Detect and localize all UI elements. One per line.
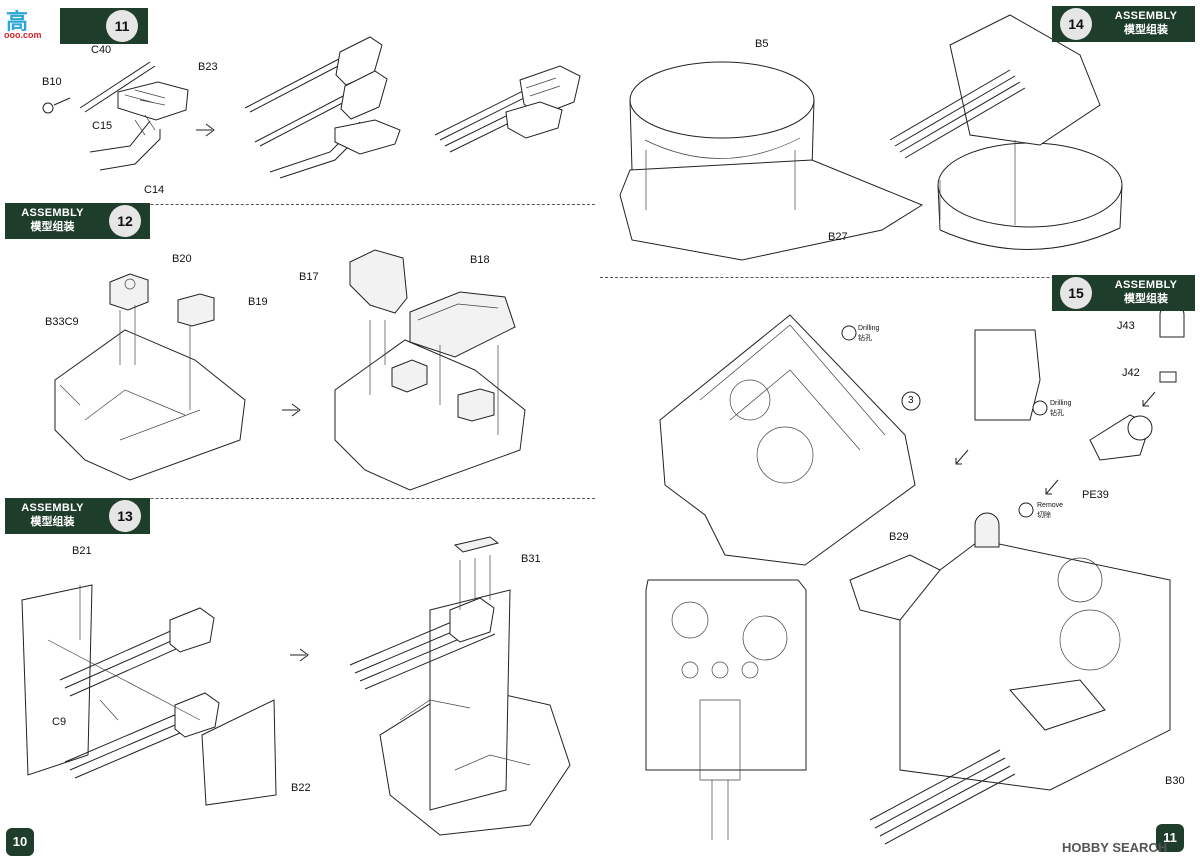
step12-title-en: ASSEMBLY xyxy=(21,207,84,219)
brand-watermark: HOBBY SEARCH xyxy=(1062,840,1168,855)
drill-note-1-en: Drilling xyxy=(858,325,880,332)
drill-note-1-cn: 钻孔 xyxy=(858,334,872,342)
step15-assembled-drawing xyxy=(849,512,1171,845)
remove-icon xyxy=(1018,502,1034,518)
step15-title-cn: 模型组装 xyxy=(1124,292,1168,305)
page-number-right: 11 xyxy=(1156,824,1184,852)
step15-number: 15 xyxy=(1060,277,1092,309)
drill-note-2-cn: 钻孔 xyxy=(1050,409,1064,417)
label-c40: C40 xyxy=(91,44,112,56)
label-b10: B10 xyxy=(42,76,62,88)
label-j43: J43 xyxy=(1117,320,1135,332)
step12-banner: ASSEMBLY 模型组装 12 xyxy=(5,203,150,239)
step15-hull-drawing xyxy=(659,314,916,566)
step11-assembled-drawing xyxy=(244,36,581,179)
step14-assembled-drawing xyxy=(889,14,1123,250)
step12-assembled-drawing xyxy=(334,249,526,491)
label-b30: B30 xyxy=(1165,775,1185,787)
label-b22: B22 xyxy=(291,782,311,794)
step12-number: 12 xyxy=(109,205,141,237)
step11-banner: 11 xyxy=(60,8,148,44)
step13-assembled-drawing xyxy=(349,536,571,836)
drill-icon-1 xyxy=(841,325,857,341)
label-j42: J42 xyxy=(1122,367,1140,379)
label-b5: B5 xyxy=(755,38,769,50)
label-b31: B31 xyxy=(521,553,541,565)
step13-title-en: ASSEMBLY xyxy=(21,502,84,514)
label-b18: B18 xyxy=(470,254,490,266)
label-b17: B17 xyxy=(299,271,319,283)
separator-step12 xyxy=(5,498,595,499)
arrow-step15-a xyxy=(955,449,969,465)
step13-title-cn: 模型组装 xyxy=(30,515,75,528)
label-c9: C9 xyxy=(52,716,67,728)
label-b20: B20 xyxy=(172,253,192,265)
label-b19: B19 xyxy=(248,296,268,308)
step15-periscope-drawing xyxy=(1089,302,1185,461)
label-b33c9: B33C9 xyxy=(45,316,79,328)
separator-step14 xyxy=(600,277,1195,278)
label-b27: B27 xyxy=(828,231,848,243)
watermark-site: ooo.com xyxy=(4,30,42,40)
step15-banner: ASSEMBLY 模型组装 15 xyxy=(1052,275,1195,311)
step14-number: 14 xyxy=(1060,8,1092,40)
step11-number: 11 xyxy=(106,10,138,42)
step15-title-en: ASSEMBLY xyxy=(1114,279,1178,291)
label-b21: B21 xyxy=(72,545,92,557)
separator-step11 xyxy=(5,204,595,205)
step14-title-en: ASSEMBLY xyxy=(1114,10,1178,22)
step11-title-en xyxy=(60,8,148,11)
step14-banner: ASSEMBLY 模型组装 14 xyxy=(1052,6,1195,42)
step13-plates-drawing xyxy=(21,584,277,806)
label-c15: C15 xyxy=(92,120,113,132)
step13-number: 13 xyxy=(109,500,141,532)
arrow-step12 xyxy=(282,403,301,417)
arrow-step15-b xyxy=(1045,479,1059,495)
arrow-step11 xyxy=(196,123,215,137)
page-number-left: 10 xyxy=(6,828,34,856)
step14-ring-drawing xyxy=(619,61,924,261)
label-pe39: PE39 xyxy=(1082,489,1109,501)
step12-shell-drawing xyxy=(54,273,246,481)
label-c14: C14 xyxy=(144,184,165,196)
arrow-step13 xyxy=(290,648,309,662)
step14-title-cn: 模型组装 xyxy=(1124,23,1168,36)
arrow-step15-c xyxy=(1142,391,1156,407)
step15-plate-drawing xyxy=(974,329,1041,421)
step13-banner: ASSEMBLY 模型组装 13 xyxy=(5,498,150,534)
remove-note-en: Remove xyxy=(1037,502,1064,509)
label-b23: B23 xyxy=(198,61,218,73)
remove-note-cn: 切除 xyxy=(1037,511,1051,519)
callout-circle-3 xyxy=(901,391,921,411)
step15-plan-drawing xyxy=(645,579,807,840)
drill-note-2-en: Drilling xyxy=(1050,400,1072,407)
step12-title-cn: 模型组装 xyxy=(30,220,75,233)
label-b29: B29 xyxy=(889,531,909,543)
watermark-logo: 高 xyxy=(6,10,29,35)
drill-icon-2 xyxy=(1032,400,1048,416)
callout-3-label: 3 xyxy=(908,395,914,406)
step11-parts-drawing xyxy=(42,61,189,171)
